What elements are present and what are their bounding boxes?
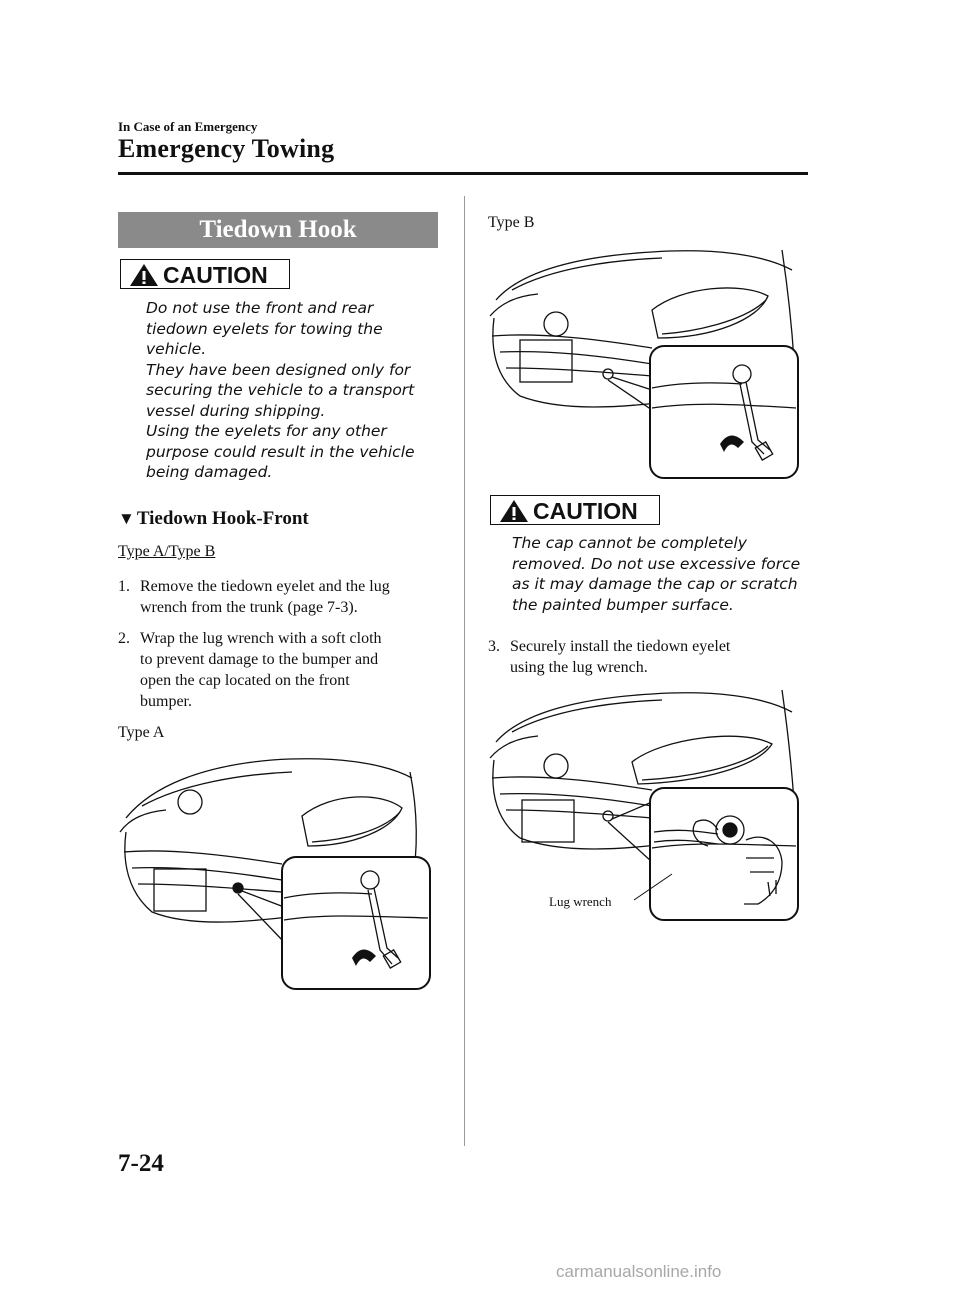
warning-icon <box>500 500 528 522</box>
caution-line: vehicle. <box>146 340 207 358</box>
caution-text-1: Do not use the front and rear tiedown ey… <box>146 298 446 483</box>
caution-line: They have been designed only for <box>146 360 411 379</box>
step-line: Securely install the tiedown eyelet <box>510 638 731 655</box>
step-line: using the lug wrench. <box>510 659 648 676</box>
step-line: Remove the tiedown eyelet and the lug <box>140 578 390 595</box>
page-number: 7-24 <box>118 1150 164 1177</box>
caution-line: Using the eyelets for any other <box>146 422 387 440</box>
caution-line: as it may damage the cap or scratch <box>512 575 798 593</box>
lug-wrench-callout: Lug wrench <box>549 894 612 909</box>
step-line: wrench from the trunk (page 7-3). <box>140 599 358 616</box>
caution-box-1: CAUTION <box>120 259 290 289</box>
page-title: Emergency Towing <box>118 134 335 163</box>
caution-label: CAUTION <box>533 498 638 524</box>
caution-box-2: CAUTION <box>490 495 660 525</box>
section-label: In Case of an Emergency <box>118 119 258 134</box>
figure-a-label: Type A <box>118 724 165 741</box>
install-eyelet-illustration <box>482 682 802 922</box>
warning-icon <box>130 264 158 286</box>
type-group-label: Type A/Type B <box>118 543 216 560</box>
figure-b-label: Type B <box>488 214 535 231</box>
subhead: ▼Tiedown Hook-Front <box>118 508 309 530</box>
step-1: 1. Remove the tiedown eyelet and the lug… <box>118 576 448 618</box>
caution-line: removed. Do not use excessive force <box>512 554 801 573</box>
caution-line: tiedown eyelets for towing the <box>146 319 383 338</box>
caution-text-2: The cap cannot be completely removed. Do… <box>512 533 812 615</box>
caution-line: securing the vehicle to a transport <box>146 381 415 399</box>
caution-line: the painted bumper surface. <box>512 595 734 614</box>
caution-line: Do not use the front and rear <box>146 299 374 317</box>
caution-line: vessel during shipping. <box>146 401 326 420</box>
subhead-text: Tiedown Hook-Front <box>136 508 309 529</box>
triangle-marker-icon: ▼ <box>118 509 135 528</box>
type-b-illustration <box>482 240 802 480</box>
title-rule <box>118 172 808 175</box>
section-banner: Tiedown Hook <box>118 212 438 248</box>
step-2: 2. Wrap the lug wrench with a soft cloth… <box>118 628 448 712</box>
step-line: Wrap the lug wrench with a soft cloth <box>140 630 382 647</box>
step-number: 2. <box>118 630 130 647</box>
caution-line: being damaged. <box>146 463 273 481</box>
type-a-illustration <box>112 752 442 997</box>
watermark: carmanualsonline.info <box>556 1262 722 1281</box>
step-line: open the cap located on the front <box>140 672 350 689</box>
step-line: to prevent damage to the bumper and <box>140 651 379 668</box>
caution-label: CAUTION <box>163 262 268 288</box>
step-3: 3. Securely install the tiedown eyelet u… <box>488 636 808 678</box>
caution-line: purpose could result in the vehicle <box>146 442 415 461</box>
step-number: 1. <box>118 578 130 595</box>
step-line: bumper. <box>140 693 192 710</box>
column-divider <box>464 196 465 1146</box>
step-number: 3. <box>488 638 500 655</box>
caution-line: The cap cannot be completely <box>512 534 747 552</box>
